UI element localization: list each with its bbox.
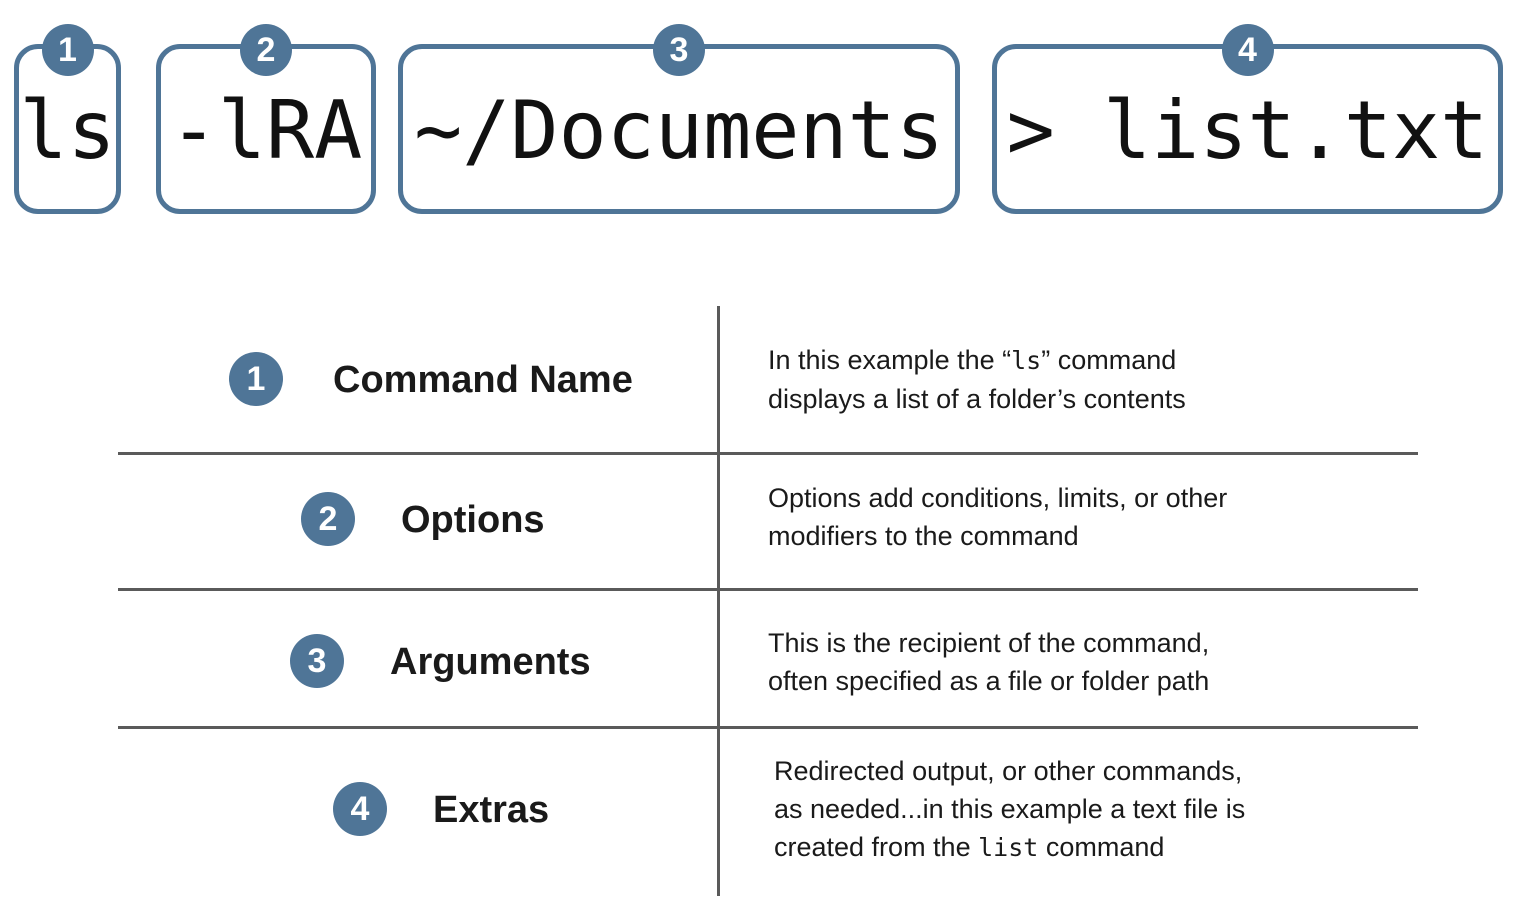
row-description: This is the recipient of the command, of… bbox=[768, 624, 1408, 700]
description-text: In this example the “ bbox=[768, 345, 1012, 375]
number-badge: 3 bbox=[290, 634, 344, 688]
command-part-arguments: 3 ~/Documents bbox=[398, 24, 960, 214]
command-part-text: -lRA bbox=[169, 84, 363, 177]
table-row-divider bbox=[118, 452, 1418, 455]
number-badge: 2 bbox=[240, 24, 292, 76]
description-text: ” command bbox=[1041, 345, 1177, 375]
row-title: Extras bbox=[433, 789, 550, 831]
inline-code: list bbox=[978, 833, 1039, 862]
description-line: as needed...in this example a text file … bbox=[774, 794, 1246, 824]
description-line: Options add conditions, limits, or other bbox=[768, 483, 1228, 513]
number-badge: 4 bbox=[333, 782, 387, 836]
number-badge: 1 bbox=[229, 352, 283, 406]
row-description: Options add conditions, limits, or other… bbox=[768, 479, 1408, 555]
command-part-text: ~/Documents bbox=[414, 84, 944, 177]
command-part-text: > list.txt bbox=[1006, 84, 1489, 177]
inline-code: ls bbox=[1011, 346, 1042, 375]
row-title: Arguments bbox=[390, 641, 591, 683]
row-description: Redirected output, or other commands, as… bbox=[774, 752, 1414, 867]
description-line: In this example the “ls” command bbox=[768, 341, 1408, 380]
description-line: created from the list command bbox=[774, 828, 1414, 867]
description-line: This is the recipient of the command, bbox=[768, 628, 1210, 658]
command-part-text: ls bbox=[19, 84, 116, 177]
row-title: Command Name bbox=[333, 359, 633, 401]
description-line: Redirected output, or other commands, bbox=[774, 756, 1243, 786]
description-line: often specified as a file or folder path bbox=[768, 666, 1210, 696]
number-badge: 4 bbox=[1221, 24, 1274, 76]
table-row-divider bbox=[118, 726, 1418, 729]
description-text: command bbox=[1038, 832, 1165, 862]
description-line: modifiers to the command bbox=[768, 521, 1079, 551]
table-row-divider bbox=[118, 588, 1418, 591]
number-badge: 3 bbox=[653, 24, 705, 76]
number-badge: 2 bbox=[301, 492, 355, 546]
number-badge: 1 bbox=[41, 24, 94, 76]
description-text: created from the bbox=[774, 832, 979, 862]
row-description: In this example the “ls” command display… bbox=[768, 341, 1408, 418]
command-part-name: 1 ls bbox=[14, 24, 121, 214]
row-title: Options bbox=[401, 499, 545, 541]
description-line: displays a list of a folder’s contents bbox=[768, 384, 1186, 414]
command-part-extras: 4 > list.txt bbox=[992, 24, 1503, 214]
table-column-divider bbox=[717, 306, 720, 896]
command-part-options: 2 -lRA bbox=[156, 24, 376, 214]
